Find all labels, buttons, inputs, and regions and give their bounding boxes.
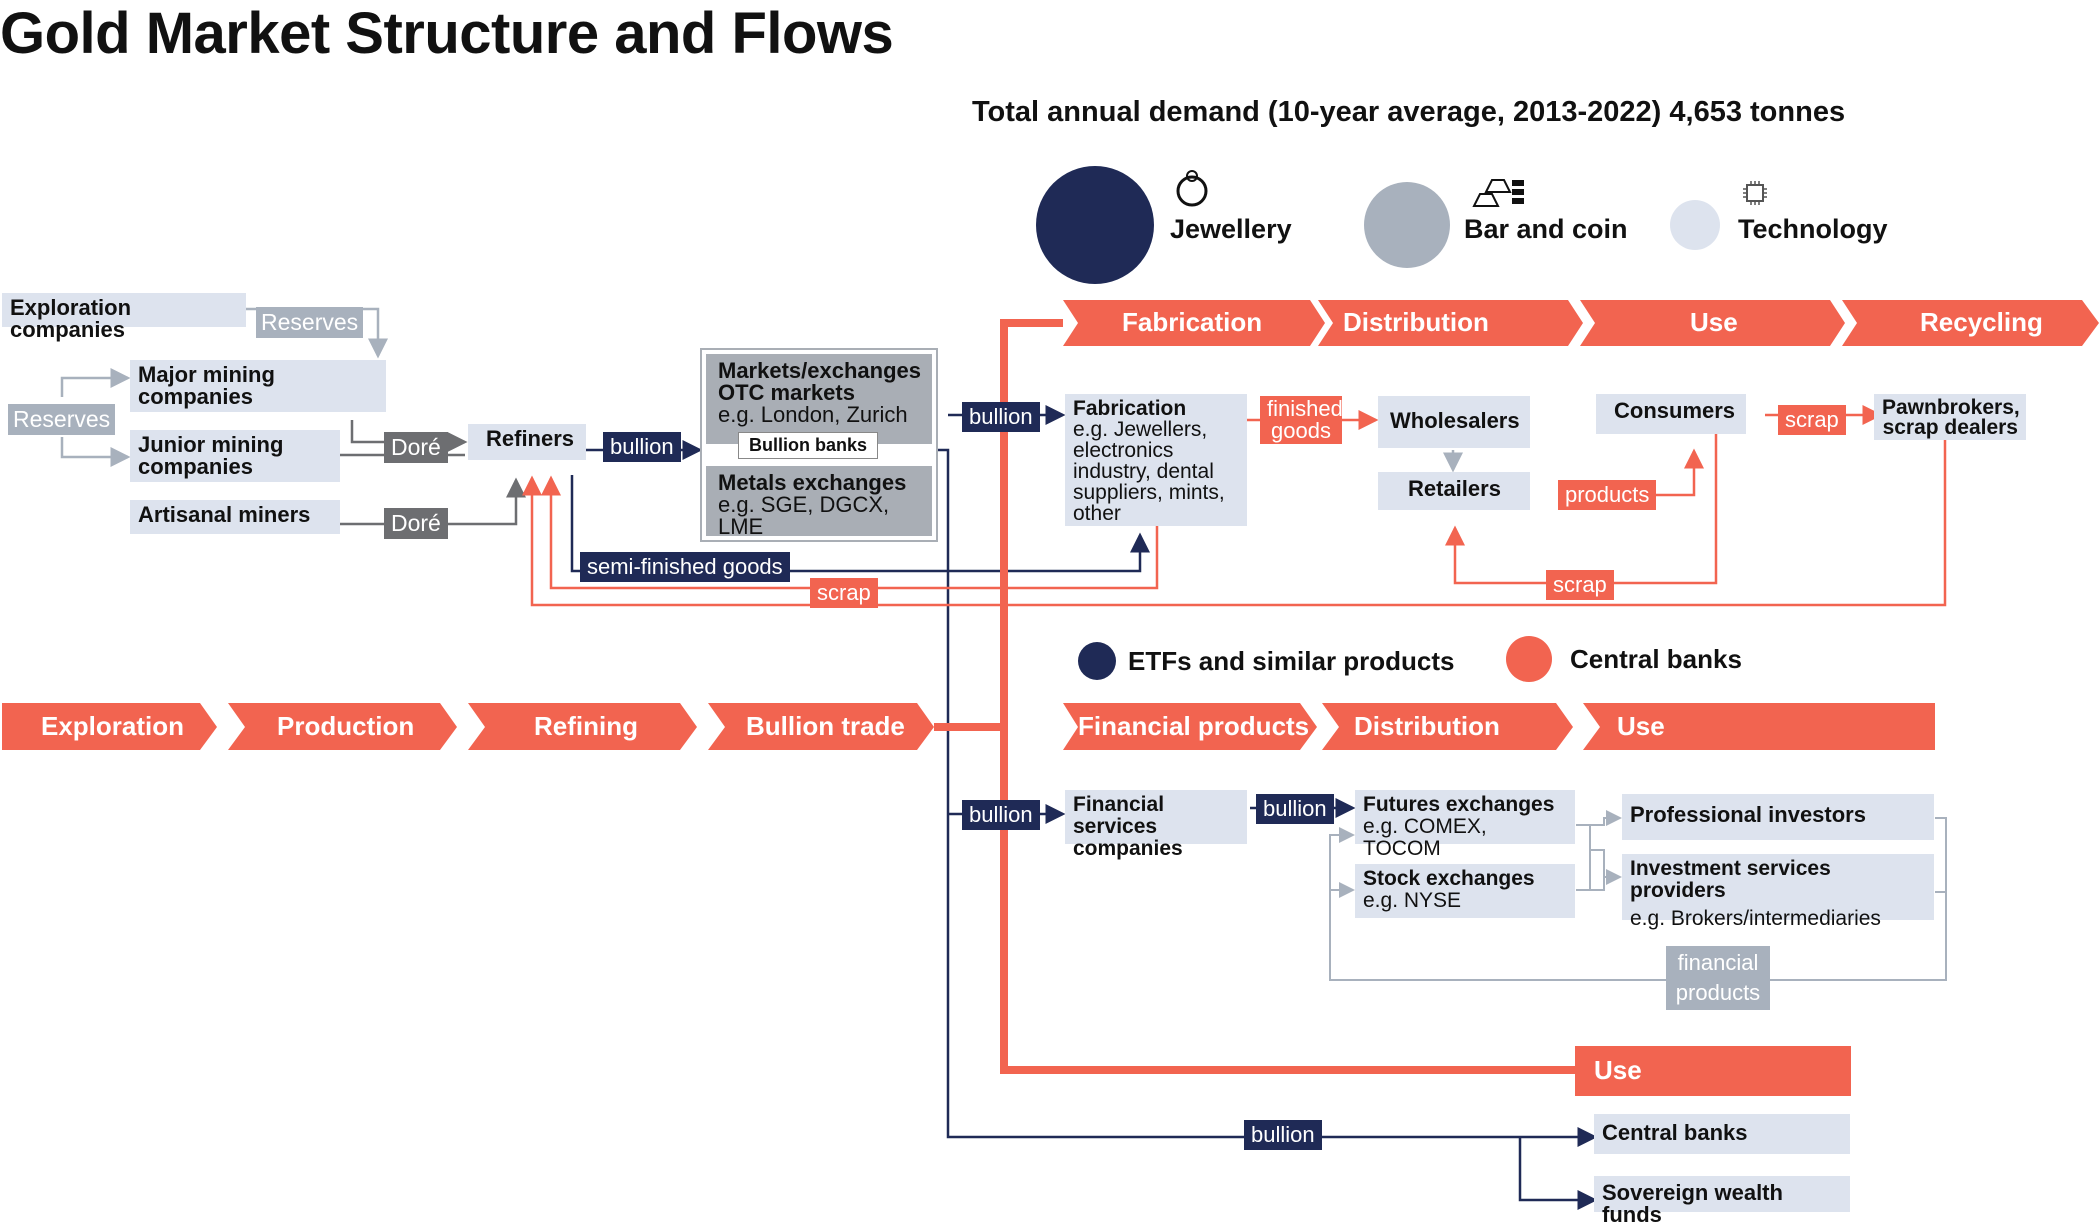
chevron-production-label: Production [277, 711, 415, 741]
jewellery-bubble [1036, 166, 1154, 284]
metals-title: Metals exchanges [718, 470, 907, 495]
stock-exchanges: Stock exchanges e.g. NYSE [1355, 864, 1575, 918]
otc-sub: e.g. London, Zurich [718, 402, 908, 427]
otc-title: OTC markets [718, 380, 855, 405]
markets-title: Markets/exchanges [718, 358, 921, 383]
otc-markets-box: Markets/exchanges OTC markets e.g. Londo… [706, 354, 932, 444]
pawnbrokers: Pawnbrokers, scrap dealers [1874, 394, 2026, 440]
finished-goods-label: finished goods [1260, 396, 1343, 444]
isp-sub: e.g. Brokers/intermediaries [1630, 907, 1881, 930]
gold-bars-icon [1472, 176, 1526, 208]
chevron-refining [468, 703, 697, 750]
futures-exchanges: Futures exchanges e.g. COMEX, TOCOM [1355, 790, 1575, 860]
chevron-financial-products [1063, 703, 1317, 750]
bullion-label-financial: bullion [962, 800, 1040, 830]
chevron-use-official-label: Use [1594, 1055, 1642, 1085]
fabrication-node-sub: e.g. Jewellers, electronics industry, de… [1073, 418, 1225, 525]
jewellery-label: Jewellery [1170, 214, 1292, 244]
chevron-use-official [1575, 1046, 1851, 1096]
etf-dot [1078, 642, 1116, 680]
investment-services-providers: Investment services providers e.g. Broke… [1622, 854, 1934, 930]
bullion-banks-tag: Bullion banks [738, 432, 879, 459]
refiners: Refiners [468, 424, 586, 460]
central-bank-legend-label: Central banks [1570, 644, 1742, 674]
bullion-label-fabrication: bullion [962, 402, 1040, 432]
stock-sub: e.g. NYSE [1363, 889, 1462, 912]
chevron-distribution-fin-label: Distribution [1354, 711, 1500, 741]
financial-services-companies: Financial services companies [1065, 790, 1247, 860]
sovereign-wealth-funds: Sovereign wealth funds [1594, 1176, 1850, 1226]
reserves-label-left: Reserves [8, 404, 116, 435]
etf-label: ETFs and similar products [1128, 646, 1455, 676]
scrap-label-consumers: scrap [1778, 405, 1846, 435]
exploration-companies: Exploration companies [2, 293, 246, 341]
professional-investors: Professional investors [1622, 794, 1934, 840]
chevron-production [228, 703, 457, 750]
technology-label: Technology [1738, 214, 1888, 244]
chevron-fabrication-label: Fabrication [1122, 307, 1263, 337]
junior-mining-companies: Junior mining companies [130, 430, 340, 482]
futures-title: Futures exchanges [1363, 793, 1555, 816]
retailers: Retailers [1378, 472, 1530, 510]
chevron-bullion-trade-label: Bullion trade [746, 711, 905, 741]
products-label: products [1558, 480, 1657, 510]
chevron-use-fin-label: Use [1617, 711, 1665, 741]
chevron-use-fin [1583, 703, 1935, 750]
demand-subtitle: Total annual demand (10-year average, 20… [972, 96, 1846, 128]
isp-title: Investment services providers [1630, 857, 1831, 902]
consumers: Consumers [1596, 394, 1746, 434]
chevron-financial-products-label: Financial products [1078, 711, 1310, 741]
reserves-label-top: Reserves [256, 307, 364, 338]
chevron-distribution-fin [1322, 703, 1573, 750]
wholesalers: Wholesalers [1378, 396, 1530, 448]
financial-products-label: financial products [1666, 946, 1770, 1010]
chevron-recycling [1842, 300, 2099, 346]
metals-exchanges-box: Metals exchanges e.g. SGE, DGCX, LME [706, 466, 932, 539]
scrap-label-left: scrap [810, 578, 878, 608]
bar-coin-bubble [1364, 182, 1450, 268]
chevron-distribution-label: Distribution [1343, 307, 1489, 337]
major-mining-companies: Major mining companies [130, 360, 386, 412]
futures-sub: e.g. COMEX, TOCOM [1363, 815, 1487, 860]
scrap-label-retail: scrap [1546, 570, 1614, 600]
metals-sub: e.g. SGE, DGCX, LME [718, 492, 890, 539]
chevron-distribution-top [1318, 300, 1583, 346]
ring-icon [1172, 168, 1212, 208]
bullion-label-refiners: bullion [603, 432, 681, 462]
dore-label-2: Doré [384, 508, 448, 539]
chevron-recycling-label: Recycling [1920, 307, 2043, 337]
bar-coin-label: Bar and coin [1464, 214, 1628, 244]
dore-label-1: Doré [384, 432, 448, 463]
central-banks-node: Central banks [1594, 1114, 1850, 1154]
fabrication-node: Fabrication e.g. Jewellers, electronics … [1065, 394, 1247, 526]
technology-bubble [1670, 200, 1720, 250]
chevron-refining-label: Refining [534, 711, 638, 741]
fabrication-node-title: Fabrication [1073, 397, 1187, 420]
bullion-label-official: bullion [1244, 1120, 1322, 1150]
bullion-label-futures: bullion [1256, 794, 1334, 824]
central-bank-dot [1506, 636, 1552, 682]
artisanal-miners: Artisanal miners [130, 500, 340, 534]
chevron-exploration [2, 703, 217, 750]
chevron-use-label: Use [1690, 307, 1738, 337]
chevron-fabrication [1063, 300, 1325, 346]
chevron-use-top [1580, 300, 1845, 346]
semi-finished-label: semi-finished goods [580, 552, 790, 582]
stock-title: Stock exchanges [1363, 867, 1535, 890]
chip-icon [1740, 178, 1770, 208]
page-title: Gold Market Structure and Flows [0, 1, 894, 66]
chevron-exploration-label: Exploration [41, 711, 185, 741]
chevron-bullion-trade [708, 703, 934, 750]
